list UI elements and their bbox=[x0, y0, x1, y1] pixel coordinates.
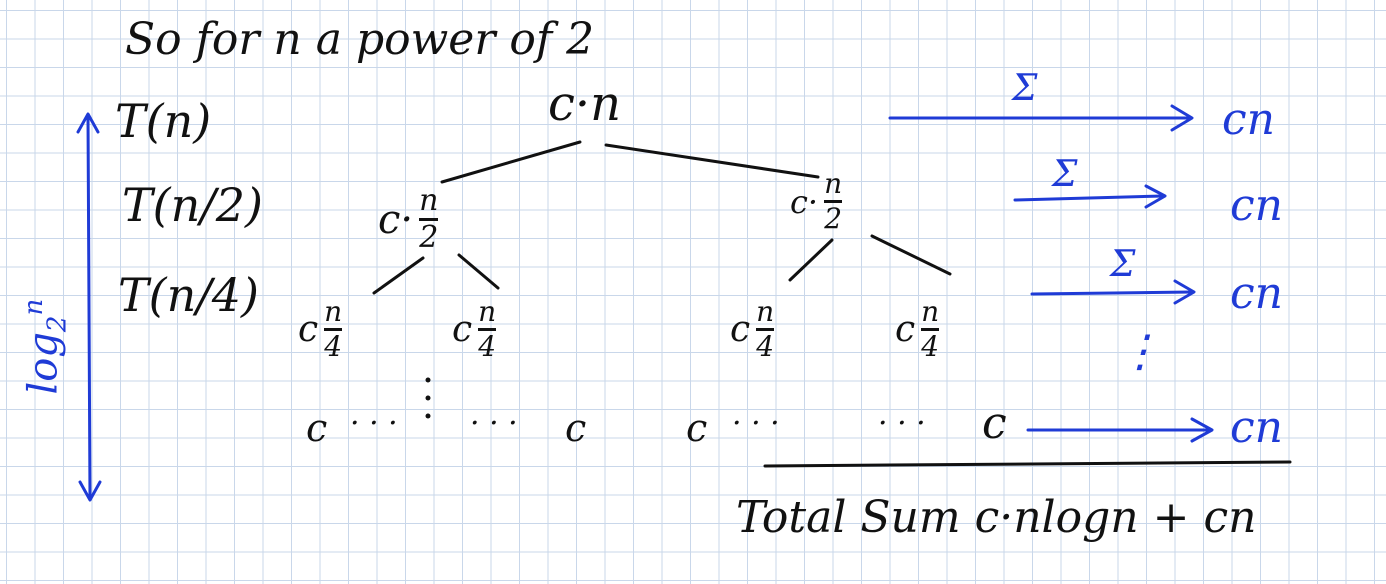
tree-node-fraction: n 4 bbox=[756, 295, 775, 363]
leaf-dots: · · · bbox=[732, 406, 780, 441]
tree-vdot bbox=[425, 377, 431, 383]
fraction-bar bbox=[921, 328, 940, 331]
edge-r1-right bbox=[870, 234, 952, 276]
fraction-bar bbox=[824, 200, 843, 203]
sum-arrow-3-shaft bbox=[1030, 290, 1194, 296]
tree-node-l1-right: c· n 2 bbox=[790, 167, 843, 235]
edge-l1-right bbox=[457, 253, 500, 290]
sum-arrow-2-shaft bbox=[1013, 194, 1165, 202]
sum-arrow-1-head bbox=[1170, 104, 1194, 132]
level-sum: cn bbox=[1222, 94, 1275, 145]
tree-node-coef: c bbox=[895, 309, 916, 350]
edge-root-right bbox=[604, 143, 820, 179]
sum-arrow-3-head bbox=[1173, 279, 1196, 305]
sum-arrow-2-head bbox=[1144, 184, 1167, 209]
sigma-label: Σ bbox=[1110, 244, 1136, 285]
depth-log-base: 2 bbox=[42, 315, 73, 333]
tree-node-l2-1: c n 4 bbox=[298, 295, 343, 363]
leaf-dots: · · · bbox=[878, 406, 926, 441]
level-label-n: T(n) bbox=[115, 94, 212, 148]
total-separator bbox=[763, 460, 1292, 468]
tree-node-l1-left: c· n 2 bbox=[378, 183, 439, 255]
tree-node-coef: c· bbox=[790, 182, 819, 221]
total-sum: Total Sum c·nlogn + cn bbox=[736, 492, 1257, 543]
tree-node-coef: c bbox=[298, 309, 319, 350]
tree-node-fraction: n 4 bbox=[478, 295, 497, 363]
tree-root: c·n bbox=[548, 76, 622, 132]
tree-vdot bbox=[425, 413, 431, 419]
tree-node-fraction: n 2 bbox=[419, 183, 439, 255]
tree-node-coef: c bbox=[730, 309, 751, 350]
sum-vdots: ⋮ bbox=[1118, 326, 1162, 377]
tree-node-l2-4: c n 4 bbox=[895, 295, 940, 363]
depth-arrow-shaft bbox=[86, 114, 92, 500]
fraction-numerator: n bbox=[324, 295, 343, 328]
fraction-bar bbox=[324, 328, 343, 331]
tree-node-l2-2: c n 4 bbox=[452, 295, 497, 363]
fraction-numerator: n bbox=[756, 295, 775, 328]
sigma-label: Σ bbox=[1012, 68, 1038, 109]
fraction-denominator: 4 bbox=[324, 330, 343, 363]
fraction-denominator: 2 bbox=[824, 202, 843, 235]
edge-r1-left bbox=[788, 238, 834, 282]
level-label-n-half: T(n/2) bbox=[122, 178, 263, 232]
tree-node-l2-3: c n 4 bbox=[730, 295, 775, 363]
tree-node-fraction: n 4 bbox=[921, 295, 940, 363]
fraction-numerator: n bbox=[824, 167, 843, 200]
leaf-dots: · · · bbox=[470, 406, 518, 441]
fraction-denominator: 2 bbox=[419, 220, 439, 255]
edge-l1-left bbox=[372, 256, 425, 295]
depth-arrow-head-bottom bbox=[78, 480, 102, 502]
tree-vdot bbox=[425, 395, 431, 401]
sum-arrow-4-head bbox=[1190, 417, 1214, 443]
level-sum: cn bbox=[1230, 402, 1283, 453]
sigma-label: Σ bbox=[1052, 154, 1078, 195]
leaf-c: c bbox=[686, 406, 708, 450]
leaf-c: c bbox=[306, 406, 328, 450]
leaf-c: c bbox=[982, 398, 1007, 449]
leaf-dots: · · · bbox=[350, 406, 398, 441]
fraction-numerator: n bbox=[478, 295, 497, 328]
depth-arrow-head-top bbox=[76, 112, 100, 134]
tree-node-coef: c bbox=[452, 309, 473, 350]
page-title: So for n a power of 2 bbox=[125, 14, 595, 65]
depth-label: log2n bbox=[19, 299, 72, 395]
fraction-bar bbox=[419, 218, 439, 221]
fraction-bar bbox=[478, 328, 497, 331]
tree-node-fraction: n 2 bbox=[824, 167, 843, 235]
fraction-denominator: 4 bbox=[478, 330, 497, 363]
depth-log-text: log bbox=[20, 332, 67, 395]
fraction-numerator: n bbox=[419, 183, 439, 218]
fraction-denominator: 4 bbox=[921, 330, 940, 363]
fraction-bar bbox=[756, 328, 775, 331]
leaf-c: c bbox=[565, 406, 587, 450]
level-sum: cn bbox=[1230, 180, 1283, 231]
depth-log-arg: n bbox=[19, 298, 50, 316]
fraction-numerator: n bbox=[921, 295, 940, 328]
level-sum: cn bbox=[1230, 268, 1283, 319]
tree-node-fraction: n 4 bbox=[324, 295, 343, 363]
level-label-n-quarter: T(n/4) bbox=[118, 268, 259, 322]
fraction-denominator: 4 bbox=[756, 330, 775, 363]
edge-root-left bbox=[440, 140, 582, 184]
tree-node-coef: c· bbox=[378, 196, 414, 243]
